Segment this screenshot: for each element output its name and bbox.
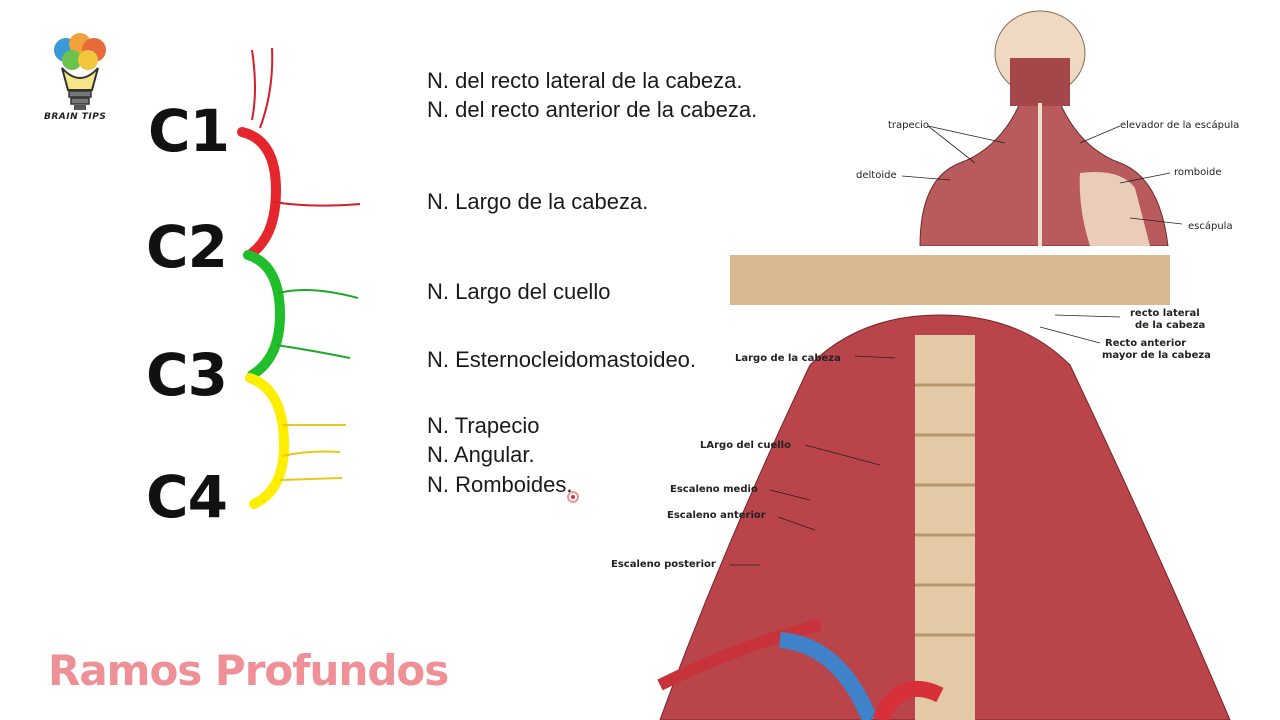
neck-muscle [1010, 58, 1070, 106]
nerve-label-trapecio: N. Trapecio [427, 411, 540, 440]
skull-base [730, 255, 1170, 305]
c2-c3-segment [248, 255, 280, 375]
nerve-branches-diagram [230, 40, 370, 520]
c1-nerve-branch-side [274, 202, 360, 206]
nerve-label-angular: N. Angular. [427, 440, 535, 469]
nerve-label-recto-anterior: N. del recto anterior de la cabeza. [427, 95, 757, 124]
label-recto-anterior: Recto anterior [1105, 338, 1186, 349]
label-mayor-de-la-cabeza: mayor de la cabeza [1102, 350, 1211, 361]
slide-title: Ramos Profundos [48, 646, 448, 695]
c1-c2-segment [242, 132, 276, 253]
vertebra-label-c3: C3 [146, 346, 227, 404]
label-escapula: escápula [1188, 220, 1233, 232]
label-romboide: romboide [1174, 167, 1222, 178]
vertebra-label-c2: C2 [146, 218, 227, 276]
nerve-label-recto-lateral: N. del recto lateral de la cabeza. [427, 66, 743, 95]
label-trapecio: trapecio [888, 120, 929, 131]
label-escaleno-anterior: Escaleno anterior [667, 510, 766, 521]
c2-nerve-branch-1 [278, 290, 358, 298]
c3-c4-segment [250, 378, 284, 504]
nerve-label-largo-cabeza: N. Largo de la cabeza. [427, 187, 648, 216]
label-de-la-cabeza: de la cabeza [1135, 320, 1205, 331]
lightbulb-icon [62, 68, 98, 110]
back-muscles-illustration: trapecio deltoide elevador de la escápul… [850, 8, 1250, 246]
cervical-spine [915, 335, 975, 720]
nerve-label-largo-cuello: N. Largo del cuello [427, 277, 610, 306]
c1-nerve-branch-up [252, 50, 255, 120]
label-recto-lateral: recto lateral [1130, 308, 1200, 319]
label-deltoide: deltoide [856, 170, 897, 181]
c3-nerve-branch-2 [282, 452, 340, 457]
vertebra-label-c4: C4 [146, 468, 227, 526]
label-elevador-escapula: elevador de la escápula [1120, 119, 1239, 131]
c2-nerve-branch-2 [276, 345, 350, 358]
nerve-label-romboides: N. Romboides. [427, 470, 573, 499]
logo-text: BRAIN TIPS [44, 112, 106, 122]
label-escaleno-medio: Escaleno medio [670, 484, 758, 495]
brain-icon [54, 33, 106, 70]
label-largo-de-la-cabeza: Largo de la cabeza [735, 353, 841, 364]
c1-nerve-branch-up-2 [260, 48, 272, 128]
label-escaleno-posterior: Escaleno posterior [611, 559, 716, 570]
c3-nerve-branch-3 [280, 478, 342, 480]
label-largo-del-cuello: LArgo del cuello [700, 440, 791, 451]
neck-deep-muscles-illustration: recto lateral de la cabeza Recto anterio… [600, 255, 1280, 720]
pointer-cursor [567, 491, 579, 503]
vertebra-label-c1: C1 [148, 102, 229, 160]
